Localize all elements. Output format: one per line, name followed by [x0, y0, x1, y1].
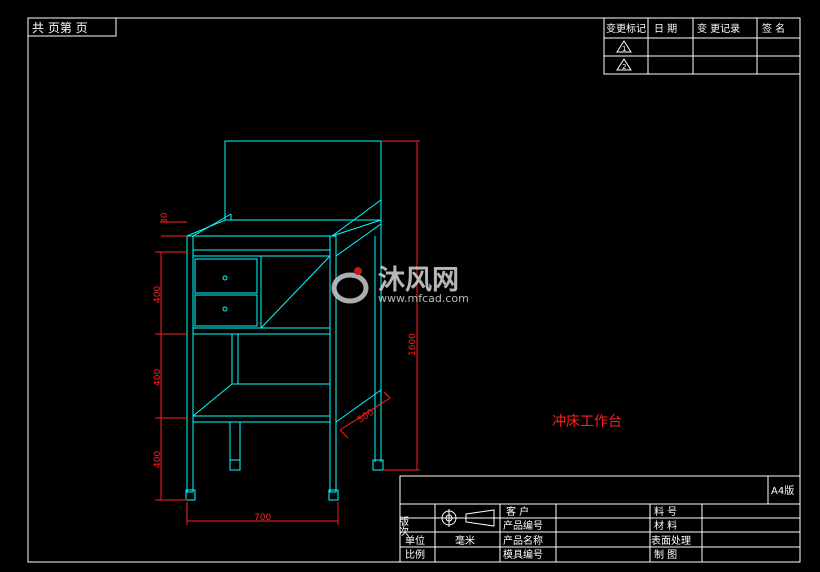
rev-header-record: 变 更记录 [697, 22, 740, 35]
drawing-title: 冲床工作台 [552, 414, 622, 430]
watermark-url: www.mfcad.com [378, 292, 469, 305]
right-post [329, 235, 337, 493]
back-panel [224, 140, 382, 221]
back-left-foot [229, 421, 241, 471]
watermark-brand: 沐风网 [378, 265, 459, 296]
title-block-edition-label: 版次 [397, 515, 409, 537]
workbench-drawing [185, 140, 384, 501]
watermark: 沐风网 www.mfcad.com [331, 265, 469, 305]
dim-depth: 500 [356, 408, 376, 426]
rev-mark-1: 1 [622, 45, 626, 53]
title-block [399, 475, 801, 563]
title-block-customer-label: 客 户 [506, 505, 529, 518]
title-block-mold-number-label: 模具编号 [503, 548, 543, 561]
back-right-foot [372, 459, 384, 471]
revision-table: 变更标记 日 期 变 更记录 签 名 1 2 [603, 17, 801, 75]
revision-triangle-icon: 1 [616, 40, 632, 53]
title-block-product-number-label: 产品编号 [503, 519, 543, 532]
title-block-surface-label: 表面处理 [651, 534, 691, 547]
rev-header-sign: 签 名 [762, 22, 785, 35]
projection-symbol-icon [440, 509, 495, 527]
front-right-foot [328, 489, 339, 501]
left-post [186, 235, 194, 493]
title-block-drafter-label: 制 图 [654, 548, 677, 561]
title-block-unit-label: 单位 [405, 534, 425, 547]
drawer-knob-icon [222, 306, 228, 312]
revision-triangle-icon: 2 [616, 58, 632, 71]
dim-drawer-height: 400 [153, 286, 163, 303]
dimensions [155, 140, 420, 525]
dim-middle-height: 400 [153, 369, 163, 386]
page-count-label: 共 页第 页 [32, 21, 88, 35]
dim-leg-height: 400 [153, 451, 163, 468]
drawer-upper [194, 258, 258, 294]
mfcad-logo-icon [331, 267, 369, 304]
rev-header-date: 日 期 [654, 23, 677, 35]
rev-header-mark: 变更标记 [606, 22, 646, 35]
dim-width: 700 [254, 513, 271, 523]
title-block-part-number-label: 料 号 [654, 505, 677, 518]
dim-top-lip: 30 [160, 212, 170, 224]
dim-total-height: 1600 [408, 333, 418, 356]
drawer-knob-icon [222, 275, 228, 281]
rev-mark-2: 2 [622, 63, 626, 71]
front-left-foot [185, 489, 196, 501]
drawer-lower [194, 294, 258, 327]
title-block-material-label: 材 料 [654, 519, 677, 532]
title-block-product-name-label: 产品名称 [503, 534, 543, 547]
title-block-scale-label: 比例 [405, 548, 425, 561]
page-count-box [27, 17, 117, 37]
title-block-format: A4版 [771, 484, 794, 497]
title-block-unit-value: 毫米 [455, 534, 475, 547]
